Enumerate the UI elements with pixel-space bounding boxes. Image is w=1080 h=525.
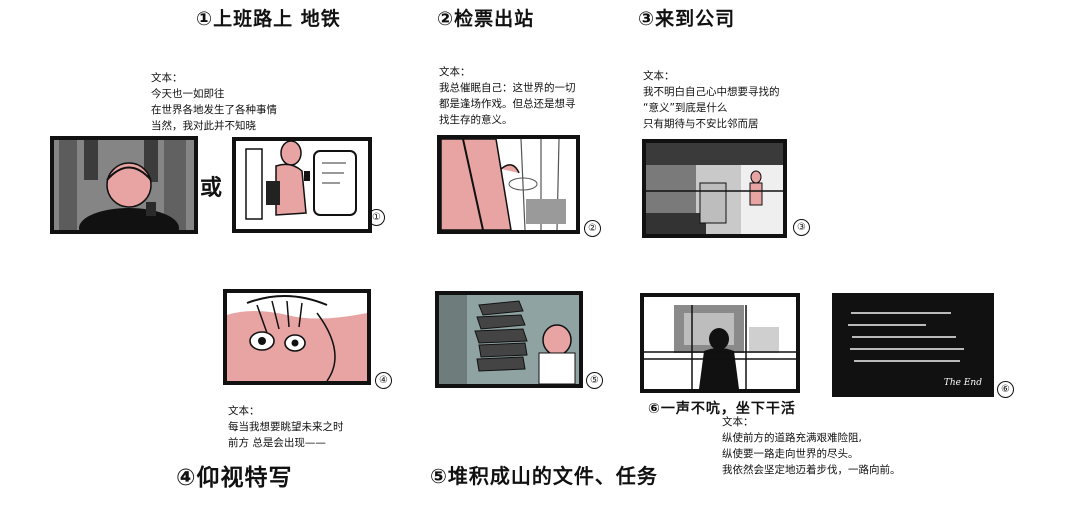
panel-number-6: ⑥ (997, 381, 1014, 398)
caption-line: 都是逢场作戏。但总还是想寻 (439, 98, 576, 110)
caption-line: 在世界各地发生了各种事情 (151, 104, 277, 116)
caption-line: 找生存的意义。 (439, 114, 513, 126)
caption-line: 我不明白自己心中想要寻找的 (643, 86, 780, 98)
panel-number-2: ② (584, 220, 601, 237)
caption-label: 文本： (228, 405, 260, 417)
caption-scene-3: 文本： 我不明白自己心中想要寻找的 “意义”到底是什么 只有期待与不安比邻而居 (643, 68, 780, 132)
heading-scene-4: ④仰视特写 (176, 465, 293, 491)
caption-label: 文本： (439, 66, 471, 78)
caption-scene-6: 文本： 纵使前方的道路充满艰难险阻, 纵使要一路走向世界的尽头。 我依然会坚定地… (722, 414, 901, 478)
panel-3-office-arrival (642, 139, 787, 238)
caption-line: 前方 总是会出现—— (228, 437, 326, 449)
caption-line: 当然，我对此并不知晓 (151, 120, 256, 132)
panel-number-5: ⑤ (586, 372, 603, 389)
panel-4-upward-closeup (223, 289, 371, 385)
or-label: 或 (200, 176, 223, 201)
caption-line: 只有期待与不安比邻而居 (643, 118, 759, 130)
heading-scene-1: ①上班路上 地铁 (196, 8, 341, 30)
panel-6a-sitting-at-desk (640, 293, 800, 393)
heading-scene-3: ③来到公司 (638, 8, 736, 30)
caption-line: 今天也一如即往 (151, 88, 225, 100)
caption-line: 纵使要一路走向世界的尽头。 (722, 448, 859, 460)
caption-label: 文本： (151, 72, 183, 84)
heading-scene-2: ②检票出站 (437, 8, 535, 30)
caption-label: 文本： (722, 416, 754, 428)
panel-number-1: ① (368, 209, 385, 226)
caption-line: 每当我想要眺望未来之时 (228, 421, 344, 433)
panel-number-4: ④ (375, 372, 392, 389)
panel-number-3: ③ (793, 219, 810, 236)
caption-line: 我依然会坚定地迈着步伐，一路向前。 (722, 464, 901, 476)
panel-2-ticket-gate (437, 135, 580, 234)
panel-6b-the-end: The End (832, 293, 994, 397)
panel-1a-subway-crowd (50, 136, 198, 234)
caption-line: 纵使前方的道路充满艰难险阻, (722, 432, 862, 444)
caption-scene-4: 文本： 每当我想要眺望未来之时 前方 总是会出现—— (228, 403, 344, 451)
caption-scene-2: 文本： 我总催眠自己：这世界的一切 都是逢场作戏。但总还是想寻 找生存的意义。 (439, 64, 576, 128)
caption-label: 文本： (643, 70, 675, 82)
panel-5-file-stacks (435, 291, 583, 388)
caption-scene-1: 文本： 今天也一如即往 在世界各地发生了各种事情 当然，我对此并不知晓 (151, 70, 277, 134)
caption-line: “意义”到底是什么 (643, 102, 728, 114)
caption-line: 我总催眠自己：这世界的一切 (439, 82, 576, 94)
heading-scene-5: ⑤堆积成山的文件、任务 (430, 464, 658, 488)
panel-1b-train-interior (232, 137, 372, 233)
the-end-label: The End (943, 378, 982, 388)
heading-scene-6: ⑥一声不吭，坐下干活 (648, 401, 796, 417)
